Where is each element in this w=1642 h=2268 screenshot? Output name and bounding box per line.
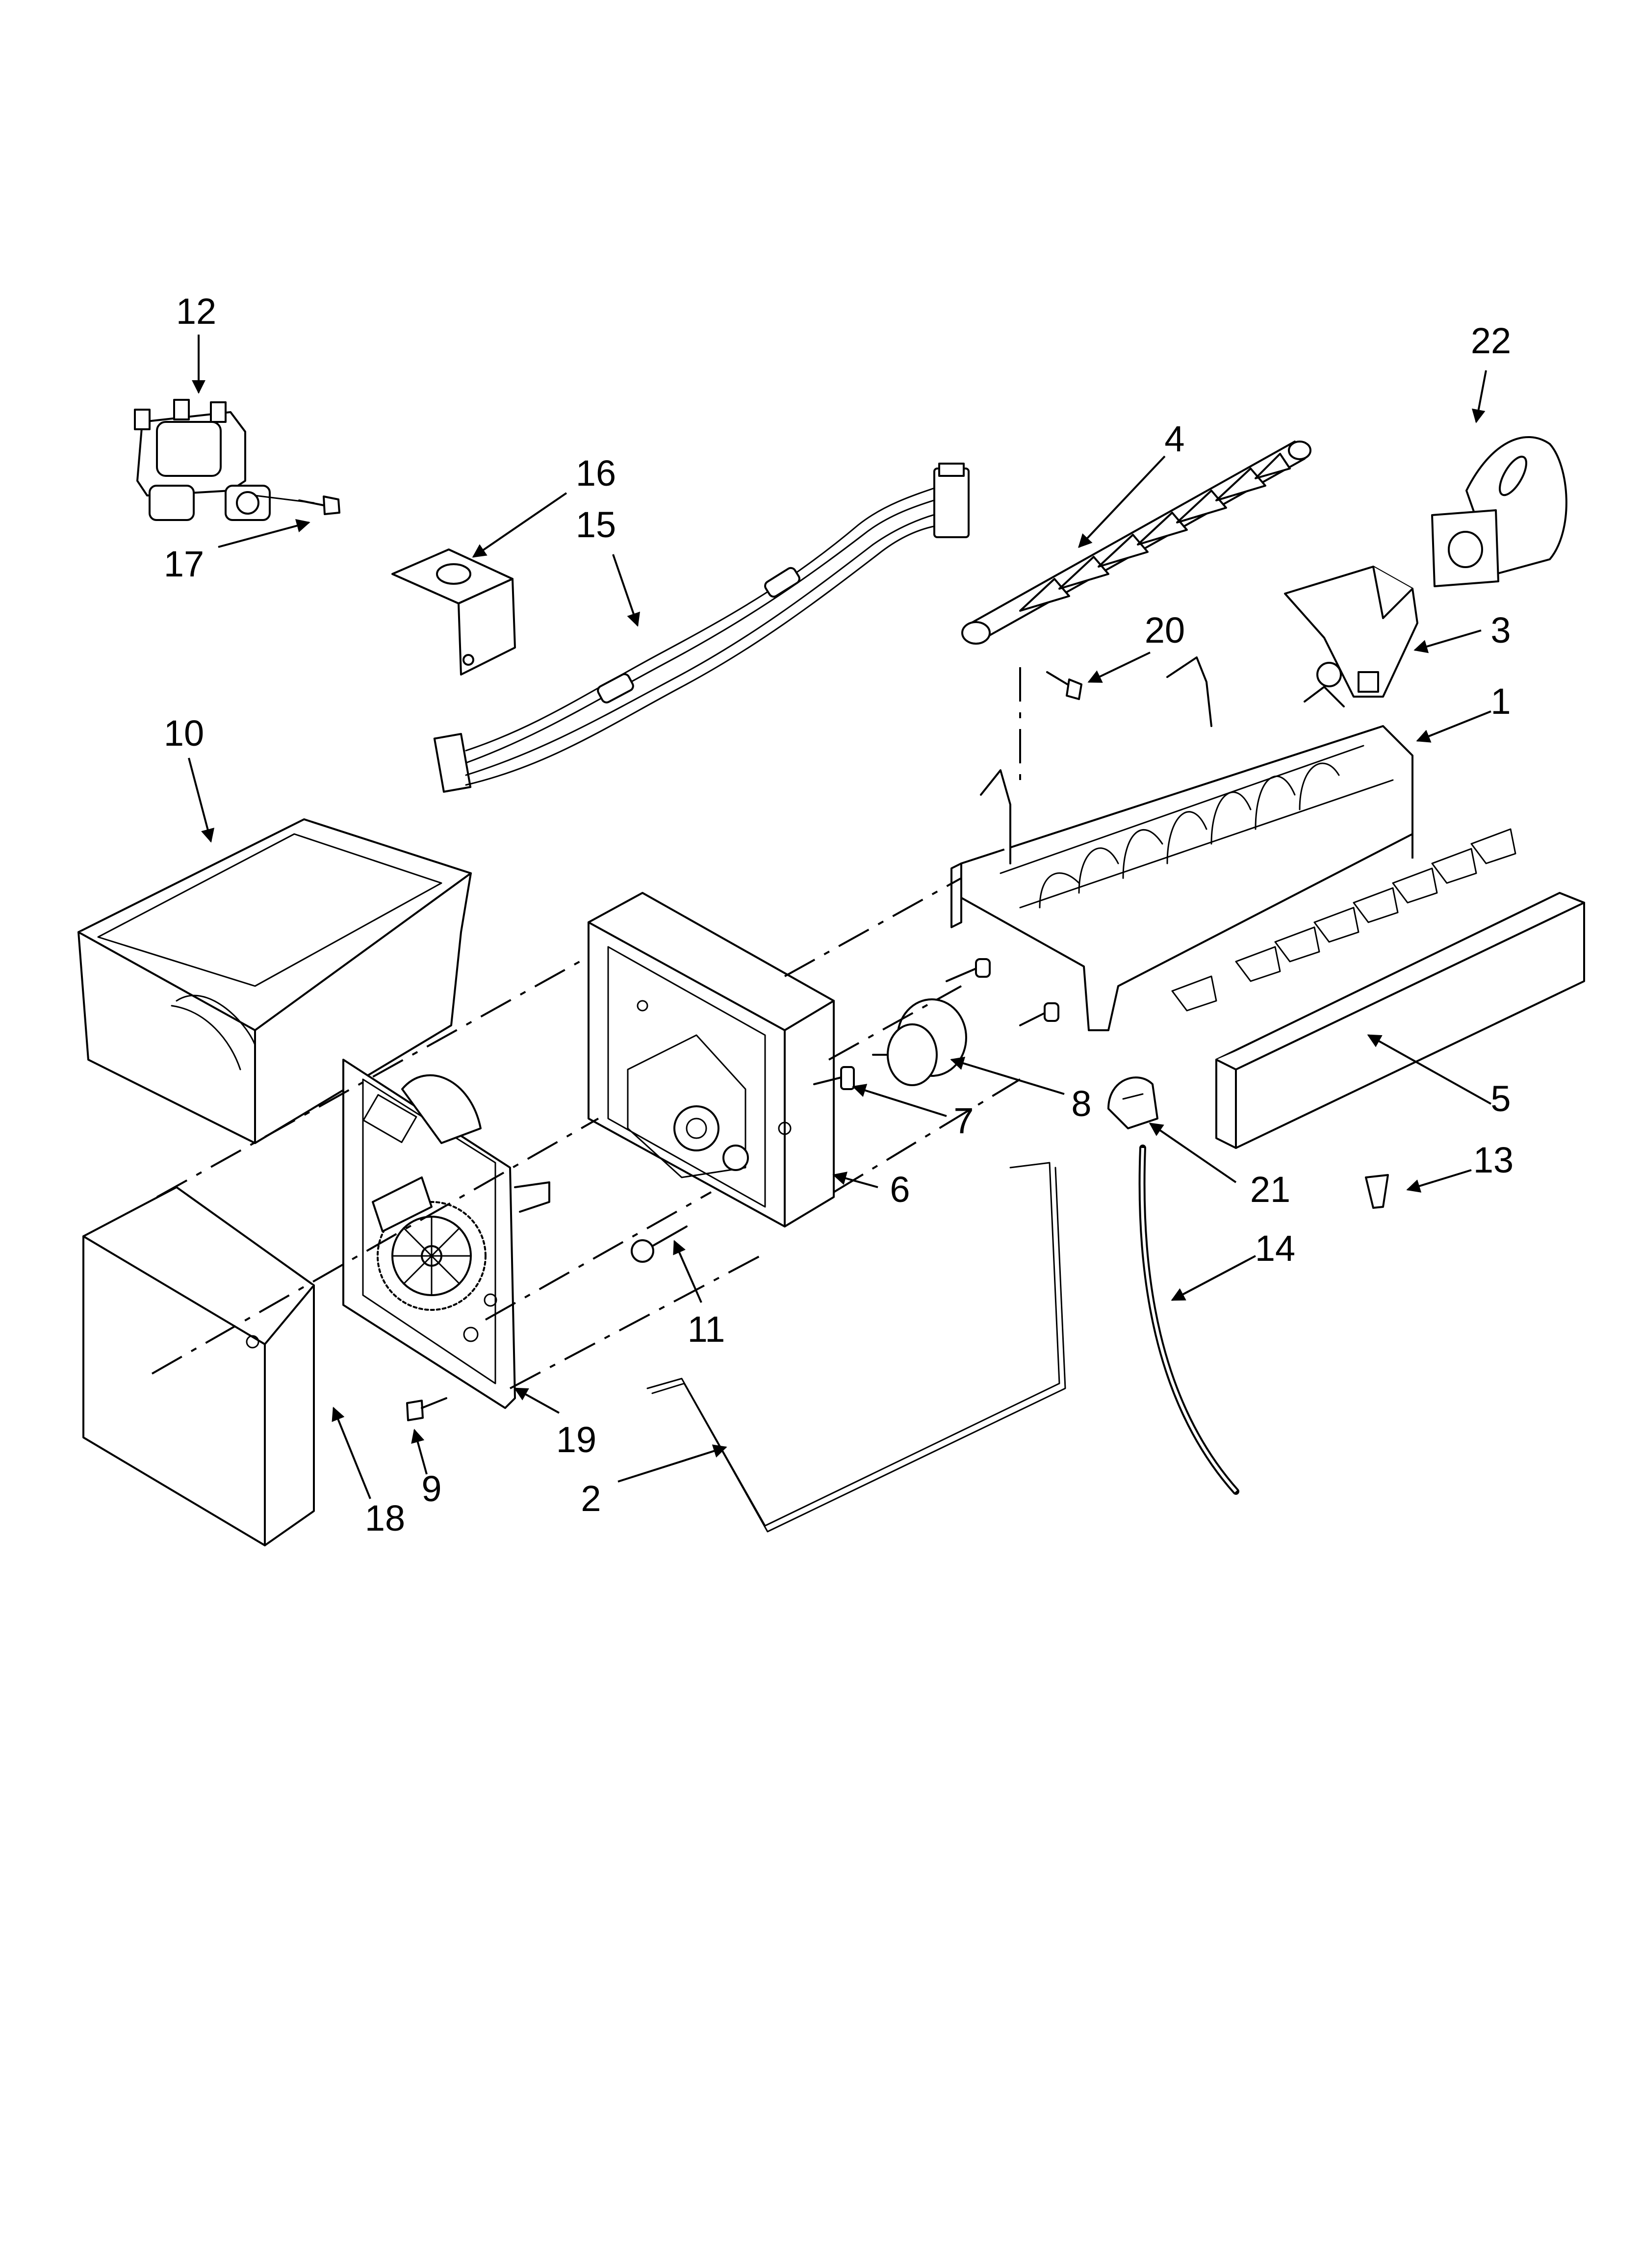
ejector-part <box>961 441 1311 645</box>
leader-2 <box>617 1444 727 1483</box>
leader-7 <box>852 1084 947 1117</box>
callout-labels: 12 17 16 15 10 4 20 22 3 1 5 8 7 6 21 13… <box>164 291 1514 1538</box>
plug-part <box>1365 1174 1389 1209</box>
leader-21 <box>1149 1122 1237 1183</box>
callout-19: 19 <box>556 1419 596 1460</box>
leader-14 <box>1171 1255 1256 1301</box>
callout-21: 21 <box>1250 1169 1290 1210</box>
callout-18: 18 <box>365 1498 405 1538</box>
shutoff-arm-bracket-part <box>1284 566 1418 698</box>
leader-22 <box>1471 370 1487 423</box>
callout-8: 8 <box>1071 1083 1091 1124</box>
leader-3 <box>1413 629 1482 653</box>
callout-2: 2 <box>581 1478 601 1519</box>
leader-17 <box>218 519 310 548</box>
callout-11: 11 <box>688 1309 725 1350</box>
callout-13: 13 <box>1473 1140 1514 1180</box>
assembly-lines <box>152 667 1413 1389</box>
callout-4: 4 <box>1164 418 1184 459</box>
callout-7: 7 <box>953 1100 974 1141</box>
mold-pins <box>946 958 1059 1026</box>
ice-bin-part <box>77 818 472 1144</box>
leader-20 <box>1087 652 1151 683</box>
leader-13 <box>1406 1169 1472 1193</box>
callout-22: 22 <box>1471 320 1511 361</box>
cover-part <box>1431 436 1567 587</box>
callout-16: 16 <box>576 453 616 494</box>
leader-19 <box>513 1387 560 1414</box>
module-cover-part <box>82 1186 315 1546</box>
valve-screw-part <box>298 495 340 515</box>
housing-part <box>588 892 835 1227</box>
callout-3: 3 <box>1490 610 1511 651</box>
front-cover-part <box>1171 828 1585 1149</box>
callout-5: 5 <box>1490 1078 1511 1119</box>
callout-6: 6 <box>890 1169 910 1210</box>
callout-9: 9 <box>421 1468 441 1509</box>
ice-mold-part <box>950 656 1413 1031</box>
callout-20: 20 <box>1145 610 1185 651</box>
leader-8 <box>950 1056 1065 1095</box>
leader-10 <box>188 757 215 843</box>
leader-15 <box>612 554 641 627</box>
water-valve-part <box>134 399 315 521</box>
callout-10: 10 <box>164 713 204 754</box>
leader-6 <box>832 1172 878 1188</box>
callout-15: 15 <box>576 504 616 545</box>
wire-harness-bracket-part <box>391 548 516 676</box>
shutoff-arm-part <box>646 1162 1066 1533</box>
leader-5 <box>1367 1034 1491 1105</box>
clip-part <box>1107 1076 1158 1129</box>
leader-11 <box>673 1240 702 1303</box>
callout-17: 17 <box>164 544 204 584</box>
housing-screw-part <box>631 1225 688 1263</box>
callout-1: 1 <box>1490 681 1511 722</box>
leader-16 <box>472 492 567 558</box>
leader-lines <box>188 335 1491 1499</box>
leader-9 <box>411 1429 428 1475</box>
leader-18 <box>332 1407 371 1499</box>
plate-screw-part <box>406 1397 447 1421</box>
motor-control-plate-part <box>342 1059 550 1409</box>
motor-part <box>872 998 967 1086</box>
callout-12: 12 <box>176 291 216 332</box>
mold-screw-part <box>1046 671 1082 700</box>
tube-part <box>1138 1145 1239 1495</box>
leader-4 <box>1078 455 1166 548</box>
leader-1 <box>1416 710 1491 743</box>
switch-part <box>813 1066 855 1090</box>
wire-harness-part <box>433 463 970 793</box>
callout-14: 14 <box>1255 1228 1295 1269</box>
